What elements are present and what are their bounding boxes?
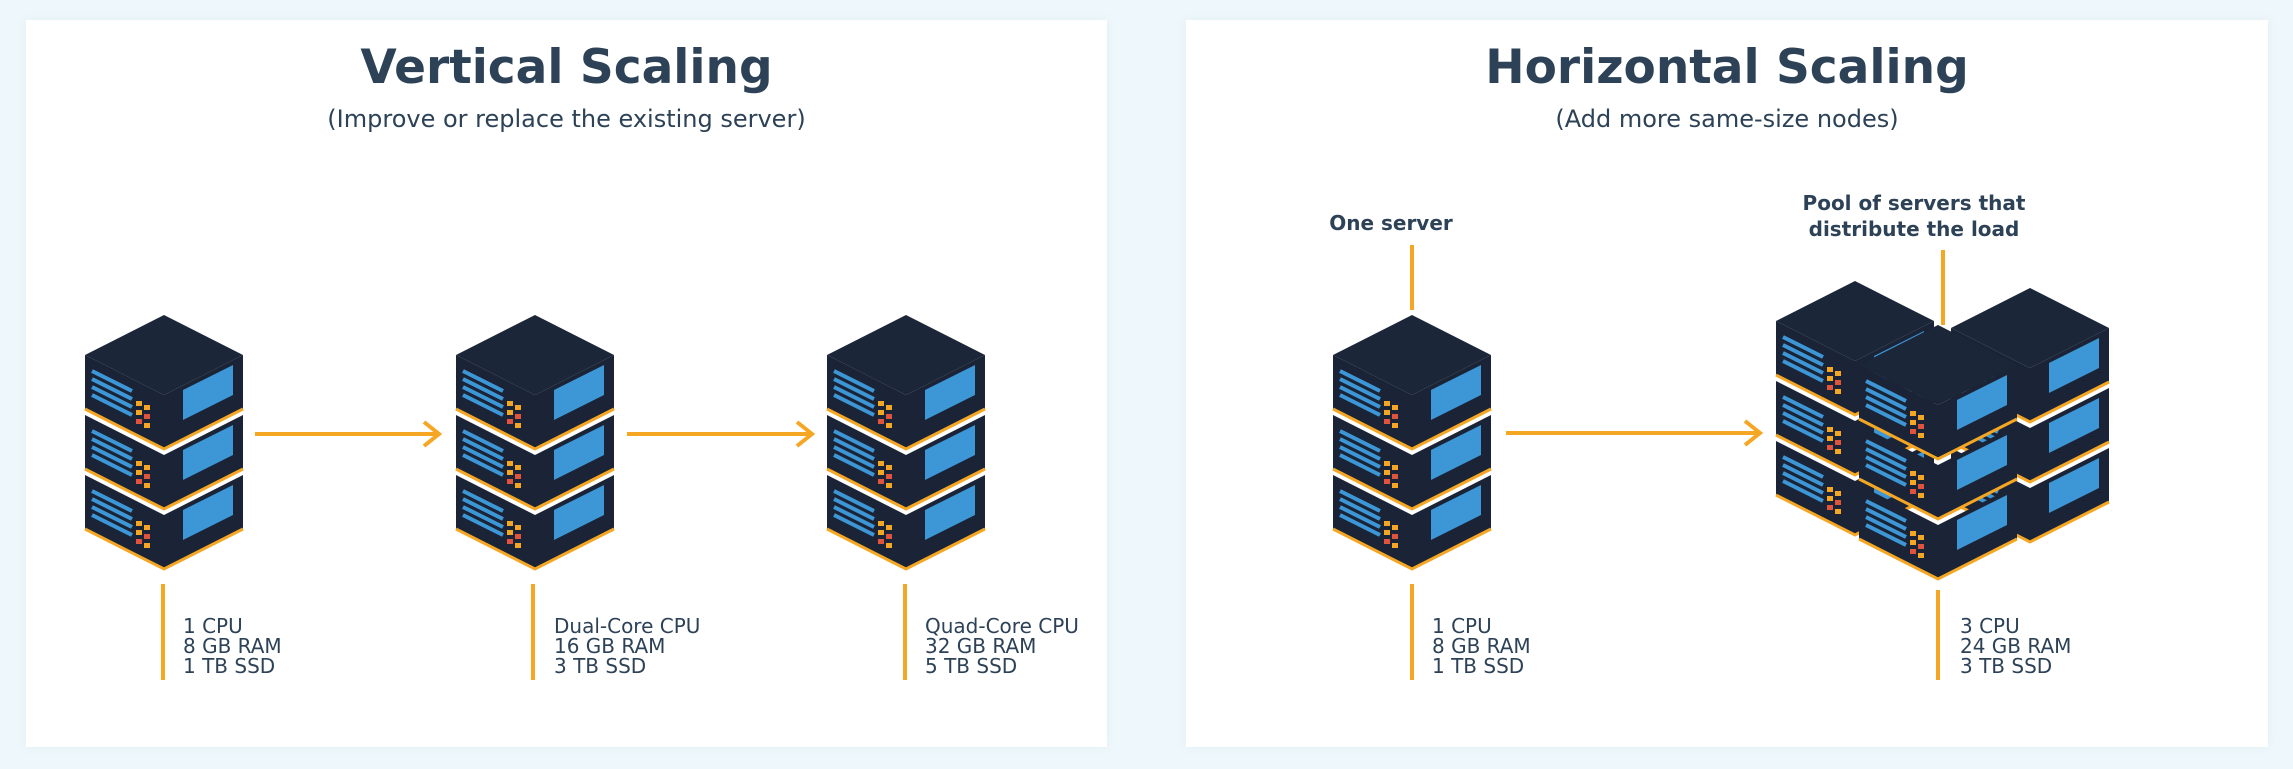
vertical-scaling-panel: Vertical Scaling (Improve or replace the… (26, 20, 1107, 747)
vertical-title: Vertical Scaling (360, 40, 773, 95)
horizontal-title: Horizontal Scaling (1485, 40, 1969, 95)
server-stack-icon (1333, 315, 1491, 569)
pool-specs: 3 CPU 24 GB RAM 3 TB SSD (1960, 614, 2072, 678)
pool-label: Pool of servers that distribute the load (1802, 191, 2026, 241)
horizontal-diagram (1186, 245, 2268, 680)
arrow-right-icon (255, 420, 443, 448)
horizontal-subtitle: (Add more same-size nodes) (1555, 105, 1899, 133)
server-specs: Quad-Core CPU 32 GB RAM 5 TB SSD (925, 614, 1079, 678)
server-specs: 1 CPU 8 GB RAM 1 TB SSD (1432, 614, 1531, 678)
horizontal-scaling-panel: Horizontal Scaling (Add more same-size n… (1186, 20, 2268, 747)
server-stack-icon (1859, 325, 2017, 579)
one-server-label: One server (1329, 211, 1453, 235)
server-specs: 1 CPU 8 GB RAM 1 TB SSD (183, 614, 282, 678)
vertical-diagram (26, 20, 1107, 680)
server-stack-icon (827, 315, 985, 569)
server-pool (1776, 281, 2109, 579)
arrow-right-icon (1506, 419, 1764, 447)
server-stack-icon (456, 315, 614, 569)
server-stack-icon (85, 315, 243, 569)
vertical-subtitle: (Improve or replace the existing server) (327, 105, 806, 133)
arrow-right-icon (627, 420, 816, 448)
server-specs: Dual-Core CPU 16 GB RAM 3 TB SSD (554, 614, 701, 678)
